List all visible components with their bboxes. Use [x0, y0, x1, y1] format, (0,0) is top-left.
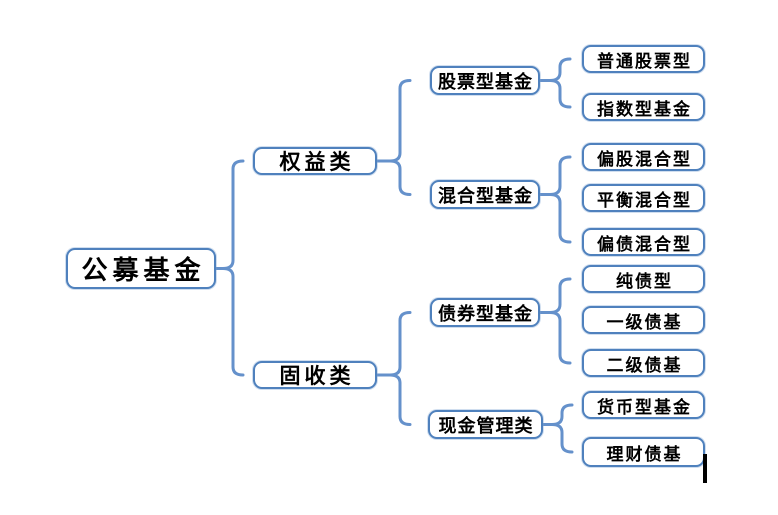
node-label: 一级债基 [606, 312, 683, 332]
node-bond-hybrid: 偏债混合型 [582, 228, 705, 256]
node-label: 指数型基金 [597, 99, 692, 119]
node-label: 混合型基金 [438, 185, 533, 206]
brace-cash [550, 403, 574, 454]
brace-bond [548, 277, 572, 365]
node-label: 公募基金 [81, 256, 206, 285]
node-label: 二级债基 [606, 355, 683, 375]
brace-fixed [388, 311, 412, 426]
node-money: 货币型基金 [582, 391, 705, 419]
node-pure-bond: 纯债型 [582, 265, 705, 293]
text-cursor [703, 454, 707, 483]
node-ordinary-stock: 普通股票型 [582, 45, 705, 73]
node-equity: 权益类 [253, 147, 377, 175]
node-wealth-bond: 理财债基 [582, 437, 705, 467]
node-label: 理财债基 [606, 444, 683, 464]
node-label: 权益类 [279, 150, 355, 174]
brace-stock [548, 57, 572, 109]
node-balanced-hybrid: 平衡混合型 [582, 184, 705, 212]
node-label: 偏债混合型 [597, 234, 692, 254]
node-label: 偏股混合型 [597, 149, 692, 169]
node-cash: 现金管理类 [428, 410, 543, 439]
node-tier2-bond: 二级债基 [582, 349, 705, 377]
node-label: 现金管理类 [438, 415, 534, 436]
node-label: 普通股票型 [597, 51, 692, 71]
node-label: 股票型基金 [438, 71, 533, 92]
node-hybrid: 混合型基金 [430, 180, 540, 209]
node-stock: 股票型基金 [430, 66, 540, 95]
brace-hybrid [548, 155, 572, 244]
node-label: 债券型基金 [438, 303, 533, 324]
node-tier1-bond: 一级债基 [582, 306, 705, 334]
node-bond: 债券型基金 [430, 298, 540, 327]
node-root: 公募基金 [66, 248, 216, 289]
brace-root [221, 159, 245, 377]
node-label: 固收类 [279, 364, 355, 388]
node-index: 指数型基金 [582, 93, 705, 121]
node-label: 平衡混合型 [597, 190, 692, 210]
node-label: 纯债型 [616, 271, 673, 291]
node-equity-hybrid: 偏股混合型 [582, 143, 705, 171]
node-fixed: 固收类 [253, 361, 377, 389]
node-label: 货币型基金 [597, 397, 692, 417]
brace-equity [388, 79, 412, 196]
